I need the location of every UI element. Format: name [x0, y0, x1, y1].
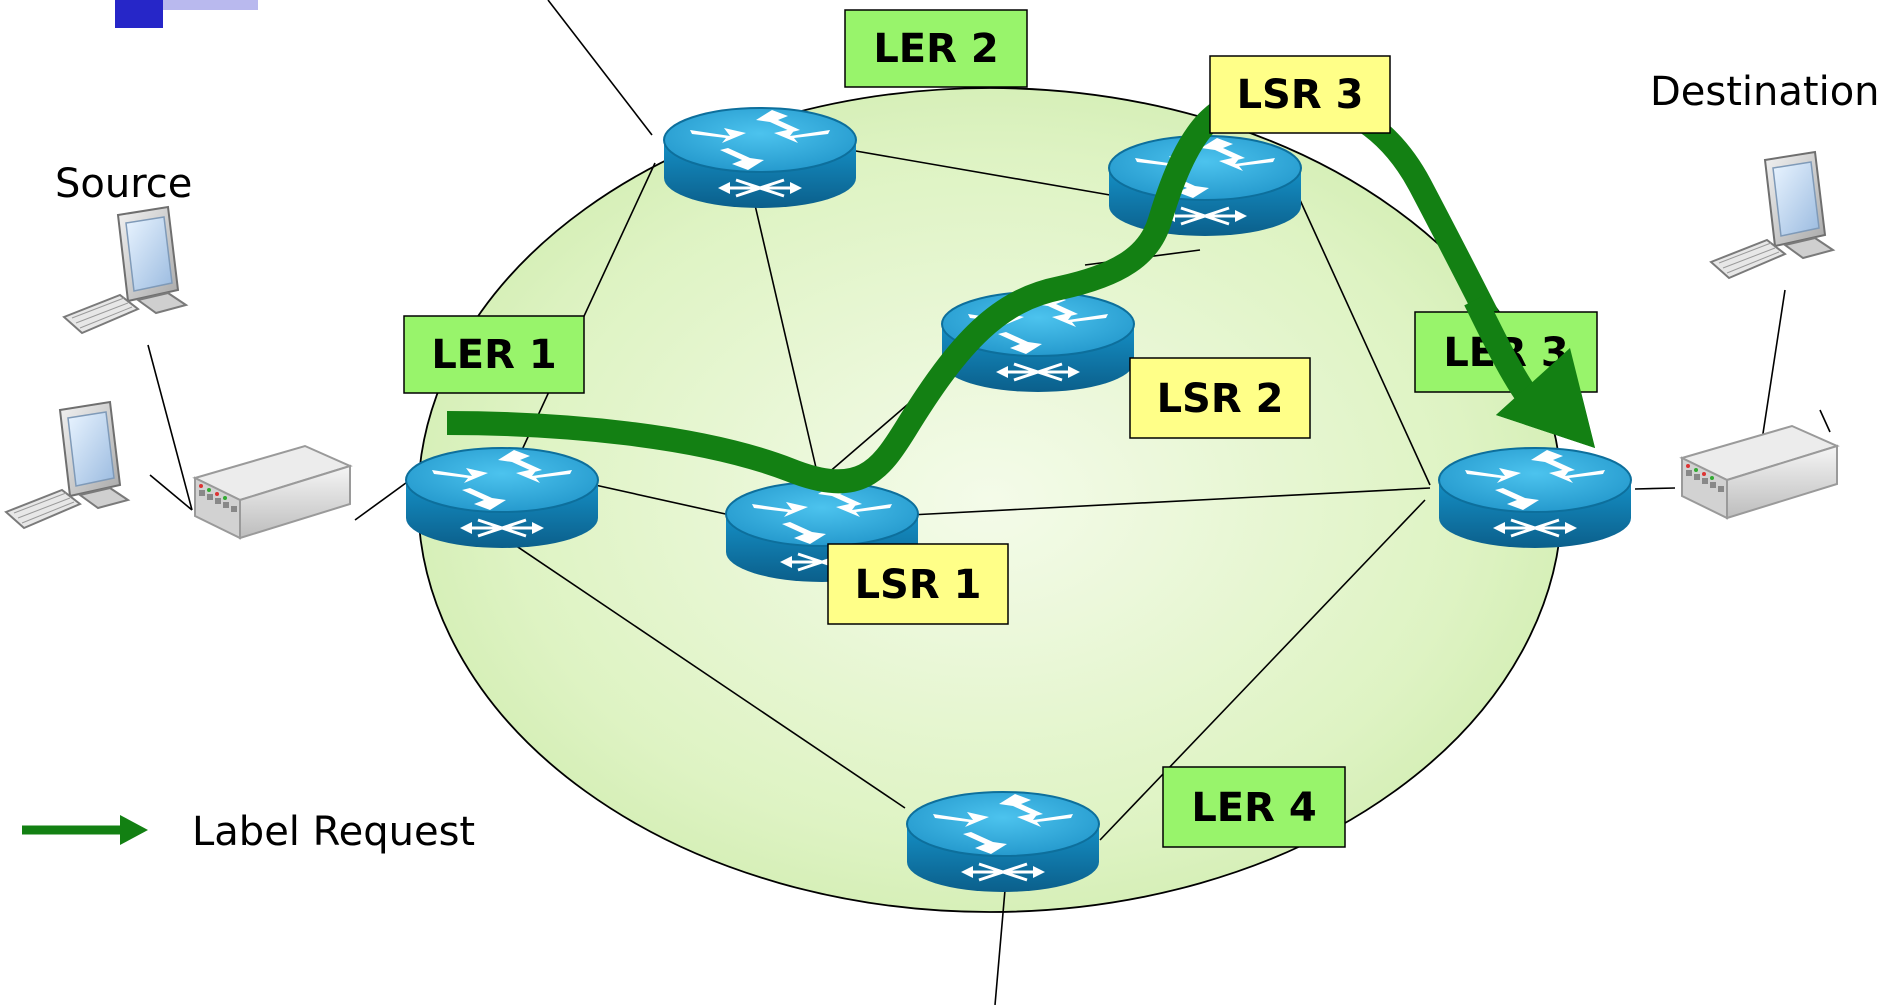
router-lsr3-icon [1107, 134, 1303, 238]
network-links [147, 0, 1831, 1005]
source-switch-icon [194, 445, 351, 539]
node-label-lsr1: LSR 1 [827, 543, 1009, 625]
destination-switch-icon [1681, 425, 1838, 519]
ler4-label: LER 4 [1191, 785, 1316, 831]
legend-arrow-icon [120, 815, 148, 845]
router-ler2-icon [662, 106, 858, 210]
node-label-ler4: LER 4 [1162, 766, 1346, 848]
link-lsr1-to-ler3 [909, 487, 1431, 516]
slide-corner-decoration [115, 0, 258, 28]
router-ler1-icon [404, 446, 600, 550]
ler2-label: LER 2 [873, 26, 998, 72]
second-computer-icon [5, 401, 129, 529]
link-top-to-ler2 [547, 0, 653, 136]
link-ler4-down [994, 889, 1006, 1005]
source-label: Source [55, 161, 192, 207]
link-ler1-to-ler4 [499, 534, 906, 809]
link-switch-to-destination [1761, 289, 1786, 441]
link-ler4-to-ler3 [1099, 499, 1426, 841]
destination-label: Destination [1650, 69, 1880, 115]
lsr2-label: LSR 2 [1157, 376, 1284, 422]
link-ler2-to-lsr3 [849, 149, 1111, 196]
label-request-curve [446, 82, 1541, 494]
link-ler3-to-switch [1634, 487, 1676, 490]
node-label-lsr3: LSR 3 [1209, 55, 1391, 134]
router-ler3-icon [1437, 446, 1633, 550]
ler1-label: LER 1 [431, 332, 556, 378]
router-ler4-icon [905, 790, 1101, 894]
source-computer-icon [63, 206, 187, 334]
link-ler2-to-lsr1 [754, 204, 821, 486]
link-ler1-to-lsr1 [594, 484, 731, 516]
lsr1-label: LSR 1 [855, 562, 982, 608]
link-lsr3-to-ler3 [1299, 199, 1431, 486]
legend-label-request: Label Request [192, 809, 475, 855]
legend: Label Request [22, 809, 475, 855]
node-label-ler1: LER 1 [403, 315, 585, 394]
link-source-to-switch [147, 344, 193, 511]
link-pc2-to-switch [149, 474, 193, 511]
link-switch-stub [1819, 409, 1831, 433]
destination-computer-icon [1710, 151, 1834, 279]
label-request-arrowhead-overlay-icon [1496, 348, 1595, 448]
node-label-lsr2: LSR 2 [1129, 357, 1311, 439]
lsr3-label: LSR 3 [1237, 72, 1364, 118]
link-switch-to-ler1 [354, 479, 411, 521]
node-label-ler2: LER 2 [844, 9, 1028, 88]
